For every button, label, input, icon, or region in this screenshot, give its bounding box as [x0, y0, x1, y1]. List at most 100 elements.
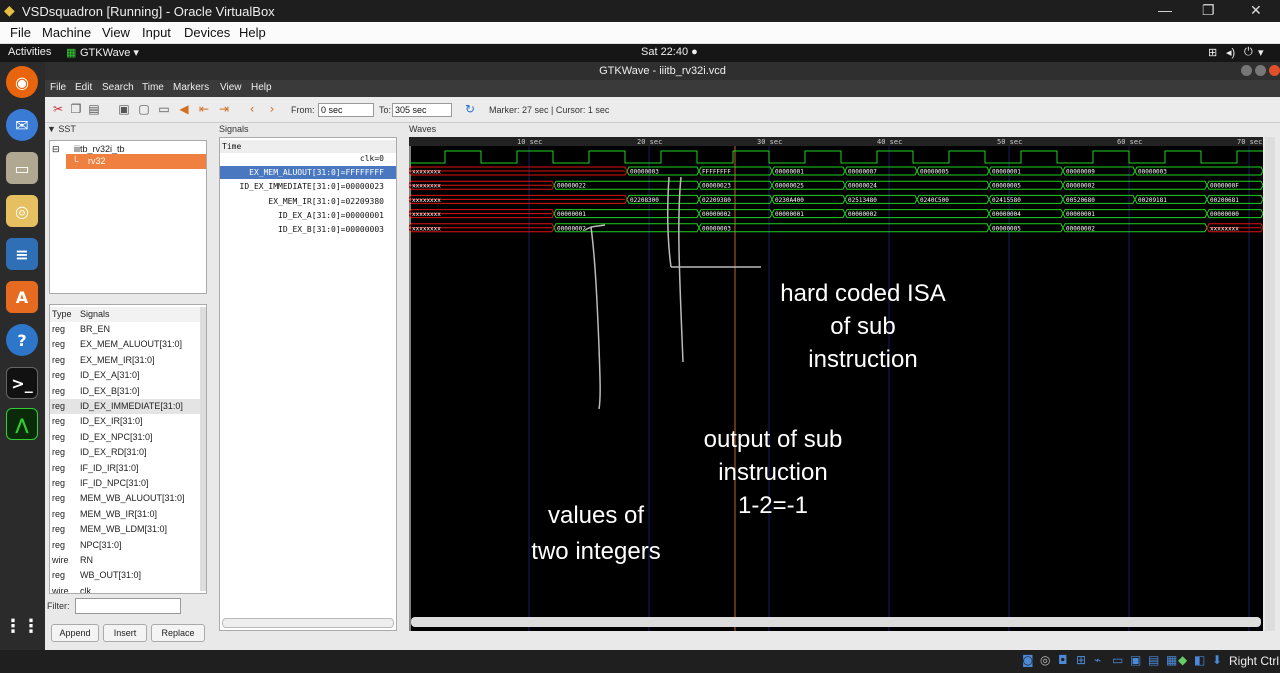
- replace-button[interactable]: Replace: [151, 624, 205, 642]
- gtk-menu-file[interactable]: File: [50, 82, 67, 93]
- system-menu-icon[interactable]: ▾: [1258, 47, 1264, 59]
- tree-item-rv32[interactable]: └rv32: [66, 154, 206, 169]
- gtk-menu-view[interactable]: View: [220, 82, 242, 93]
- select-all-icon[interactable]: ▣: [118, 102, 130, 116]
- vbox-menu-file[interactable]: File: [10, 25, 31, 40]
- gtkwave-dock-icon[interactable]: ⋀: [6, 408, 38, 440]
- append-button[interactable]: Append: [51, 624, 99, 642]
- firefox-icon[interactable]: ◉: [6, 66, 38, 98]
- thunderbird-icon[interactable]: ✉: [6, 109, 38, 141]
- from-input[interactable]: [318, 103, 374, 117]
- power-icon[interactable]: ⏻: [1244, 46, 1253, 58]
- filter-input[interactable]: [75, 598, 181, 614]
- audio-icon[interactable]: ◘: [1058, 653, 1068, 667]
- waves-hscrollbar[interactable]: [411, 617, 1261, 627]
- app-menu[interactable]: GTKWave ▾: [80, 47, 139, 59]
- usb-icon[interactable]: ⌁: [1094, 653, 1102, 667]
- network-icon[interactable]: ⊞: [1208, 47, 1218, 59]
- signal-row[interactable]: ID_EX_A[31:0]=00000001: [278, 210, 384, 220]
- writer-icon[interactable]: ≡: [6, 238, 38, 270]
- mouse-integration-icon[interactable]: ◧: [1194, 653, 1206, 667]
- gtk-menu-search[interactable]: Search: [102, 82, 134, 93]
- prev-edge-icon[interactable]: ‹: [249, 102, 255, 116]
- gtk-close-icon[interactable]: [1269, 65, 1280, 76]
- app-grid-icon[interactable]: ⋮⋮: [4, 615, 40, 637]
- unselect-icon[interactable]: ▢: [138, 102, 150, 116]
- minimize-icon[interactable]: —: [1158, 2, 1172, 18]
- tree-item-tb[interactable]: ⊟iiitb_rv32i_tb: [52, 142, 202, 157]
- host-key-arrow-icon[interactable]: ⬇: [1212, 653, 1223, 667]
- rhythmbox-icon[interactable]: ◎: [6, 195, 38, 227]
- recording-icon[interactable]: ▤: [1148, 653, 1160, 667]
- reload-icon[interactable]: ↻: [464, 102, 476, 116]
- header-signals[interactable]: Signals: [80, 309, 110, 319]
- tree-expander-icon[interactable]: ⊟: [52, 144, 60, 154]
- to-input[interactable]: [392, 103, 452, 117]
- gtk-menu-time[interactable]: Time: [142, 82, 164, 93]
- waves-vscrollbar[interactable]: [1265, 137, 1275, 631]
- signals-hscrollbar[interactable]: [222, 618, 394, 628]
- close-icon[interactable]: ✕: [1250, 2, 1262, 18]
- paste-icon[interactable]: ▤: [88, 102, 100, 116]
- signal-row[interactable]: ID_EX_IMMEDIATE[31:0]=00000023: [239, 182, 385, 192]
- restore-icon[interactable]: ❐: [1202, 2, 1215, 18]
- volume-icon[interactable]: ◂): [1226, 47, 1236, 59]
- terminal-icon[interactable]: >_: [6, 367, 38, 399]
- insert-button[interactable]: Insert: [103, 624, 147, 642]
- signal-row[interactable]: clk=0: [359, 154, 384, 163]
- files-icon[interactable]: ▭: [6, 152, 38, 184]
- gtk-maximize-icon[interactable]: [1255, 65, 1266, 76]
- signal-row[interactable]: ID_EX_B[31:0]=00000003: [278, 225, 384, 234]
- activities-button[interactable]: Activities: [8, 46, 52, 58]
- software-icon[interactable]: A: [6, 281, 38, 313]
- zoom-out-icon[interactable]: ⇤: [198, 102, 210, 116]
- help-icon[interactable]: ?: [6, 324, 38, 356]
- header-type[interactable]: Type: [52, 309, 72, 319]
- network-adapter-icon[interactable]: ⊞: [1076, 653, 1087, 667]
- gtk-menu-help[interactable]: Help: [251, 82, 272, 93]
- zoom-in-icon[interactable]: ◀: [179, 102, 189, 116]
- vbox-menu-input[interactable]: Input: [142, 25, 171, 40]
- capture-icon[interactable]: ▦: [1166, 653, 1178, 667]
- vbox-menu-machine[interactable]: Machine: [42, 25, 92, 40]
- display-icon[interactable]: ▣: [1130, 653, 1142, 667]
- next-edge-icon[interactable]: ›: [269, 102, 275, 116]
- hdd-icon[interactable]: ◙: [1022, 653, 1034, 667]
- gtk-menu-edit[interactable]: Edit: [75, 82, 93, 93]
- copy-icon[interactable]: ❐: [70, 102, 82, 116]
- sst-label-row[interactable]: ▼ SST: [47, 124, 76, 134]
- optical-drive-icon[interactable]: ◎: [1040, 653, 1051, 667]
- cut-icon[interactable]: ✂: [52, 102, 64, 116]
- sst-scrollbar[interactable]: [200, 307, 206, 591]
- vbox-menu-devices[interactable]: Devices: [184, 25, 231, 40]
- shared-folder-icon[interactable]: ▭: [1112, 653, 1124, 667]
- zoom-fit-icon[interactable]: ▭: [158, 102, 170, 116]
- gtk-minimize-icon[interactable]: [1241, 65, 1252, 76]
- gtk-menu-markers[interactable]: Markers: [173, 82, 210, 93]
- cpu-icon[interactable]: ◆: [1178, 653, 1188, 667]
- vbox-menu-view[interactable]: View: [102, 25, 130, 40]
- clock[interactable]: Sat 22:40 ●: [641, 46, 698, 58]
- zoom-full-icon[interactable]: ⇥: [218, 102, 230, 116]
- vbox-menu-help[interactable]: Help: [239, 25, 266, 40]
- signal-row[interactable]: EX_MEM_IR[31:0]=02209380: [268, 196, 384, 206]
